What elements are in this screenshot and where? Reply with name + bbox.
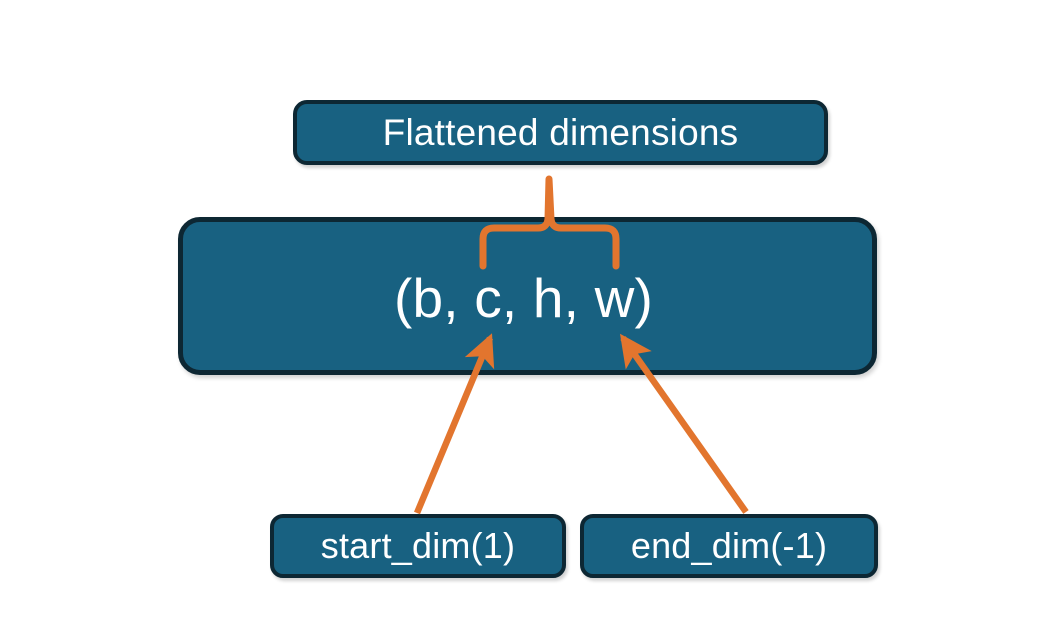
tensor-shape-label: (b, c, h, w) xyxy=(393,266,654,329)
end-dim-box[interactable]: end_dim(-1) xyxy=(580,514,878,578)
start-dim-box[interactable]: start_dim(1) xyxy=(270,514,566,578)
start-dim-label: start_dim(1) xyxy=(320,525,516,566)
end-dim-label: end_dim(-1) xyxy=(630,525,828,566)
flattened-dimensions-box[interactable]: Flattened dimensions xyxy=(293,100,828,165)
flattened-dimensions-label: Flattened dimensions xyxy=(382,112,739,153)
tensor-shape-box[interactable]: (b, c, h, w) xyxy=(178,217,877,375)
